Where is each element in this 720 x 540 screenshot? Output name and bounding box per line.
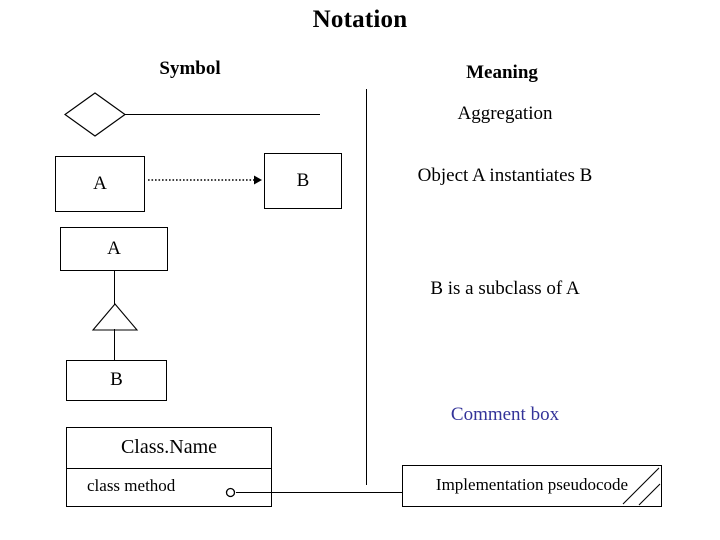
- class-name-label: Class.Name: [120, 436, 218, 458]
- meaning-instantiate: Object A instantiates B: [417, 165, 593, 186]
- class-box-b-label: B: [296, 170, 310, 191]
- page-title: Notation: [312, 6, 408, 33]
- aggregation-diamond-icon: [64, 92, 126, 137]
- class-box-b-sub-label: B: [110, 369, 123, 390]
- generalization-line-upper: [114, 270, 115, 306]
- column-header-symbol: Symbol: [159, 58, 221, 79]
- note-box-implementation: Implementation pseudocode: [402, 465, 662, 507]
- note-box-text: Implementation pseudocode: [435, 475, 629, 494]
- meaning-subclass: B is a subclass of A: [430, 278, 580, 299]
- class-box-b-instantiate: B: [264, 153, 342, 209]
- class-box-a-instantiate: A: [55, 156, 145, 212]
- note-connector-line: [236, 492, 402, 493]
- meaning-aggregation: Aggregation: [457, 103, 553, 124]
- meaning-comment-box: Comment box: [450, 404, 560, 425]
- column-divider: [366, 89, 367, 485]
- class-box-a-super: A: [60, 227, 168, 271]
- dependency-dotted-arrow-icon: [148, 175, 262, 185]
- class-box-divider: [67, 468, 271, 469]
- class-box-a-label: A: [93, 173, 107, 194]
- class-box-b-sub: B: [66, 360, 167, 401]
- note-fold-corner-icon: [622, 467, 661, 506]
- class-box-classname: Class.Name class method: [66, 427, 272, 507]
- column-header-meaning: Meaning: [466, 62, 538, 83]
- method-anchor-circle-icon: [225, 487, 236, 498]
- aggregation-line: [124, 114, 320, 115]
- class-method-label: class method: [87, 476, 176, 495]
- generalization-line-lower: [114, 329, 115, 360]
- generalization-triangle-icon: [91, 303, 139, 331]
- class-box-a-super-label: A: [107, 238, 121, 259]
